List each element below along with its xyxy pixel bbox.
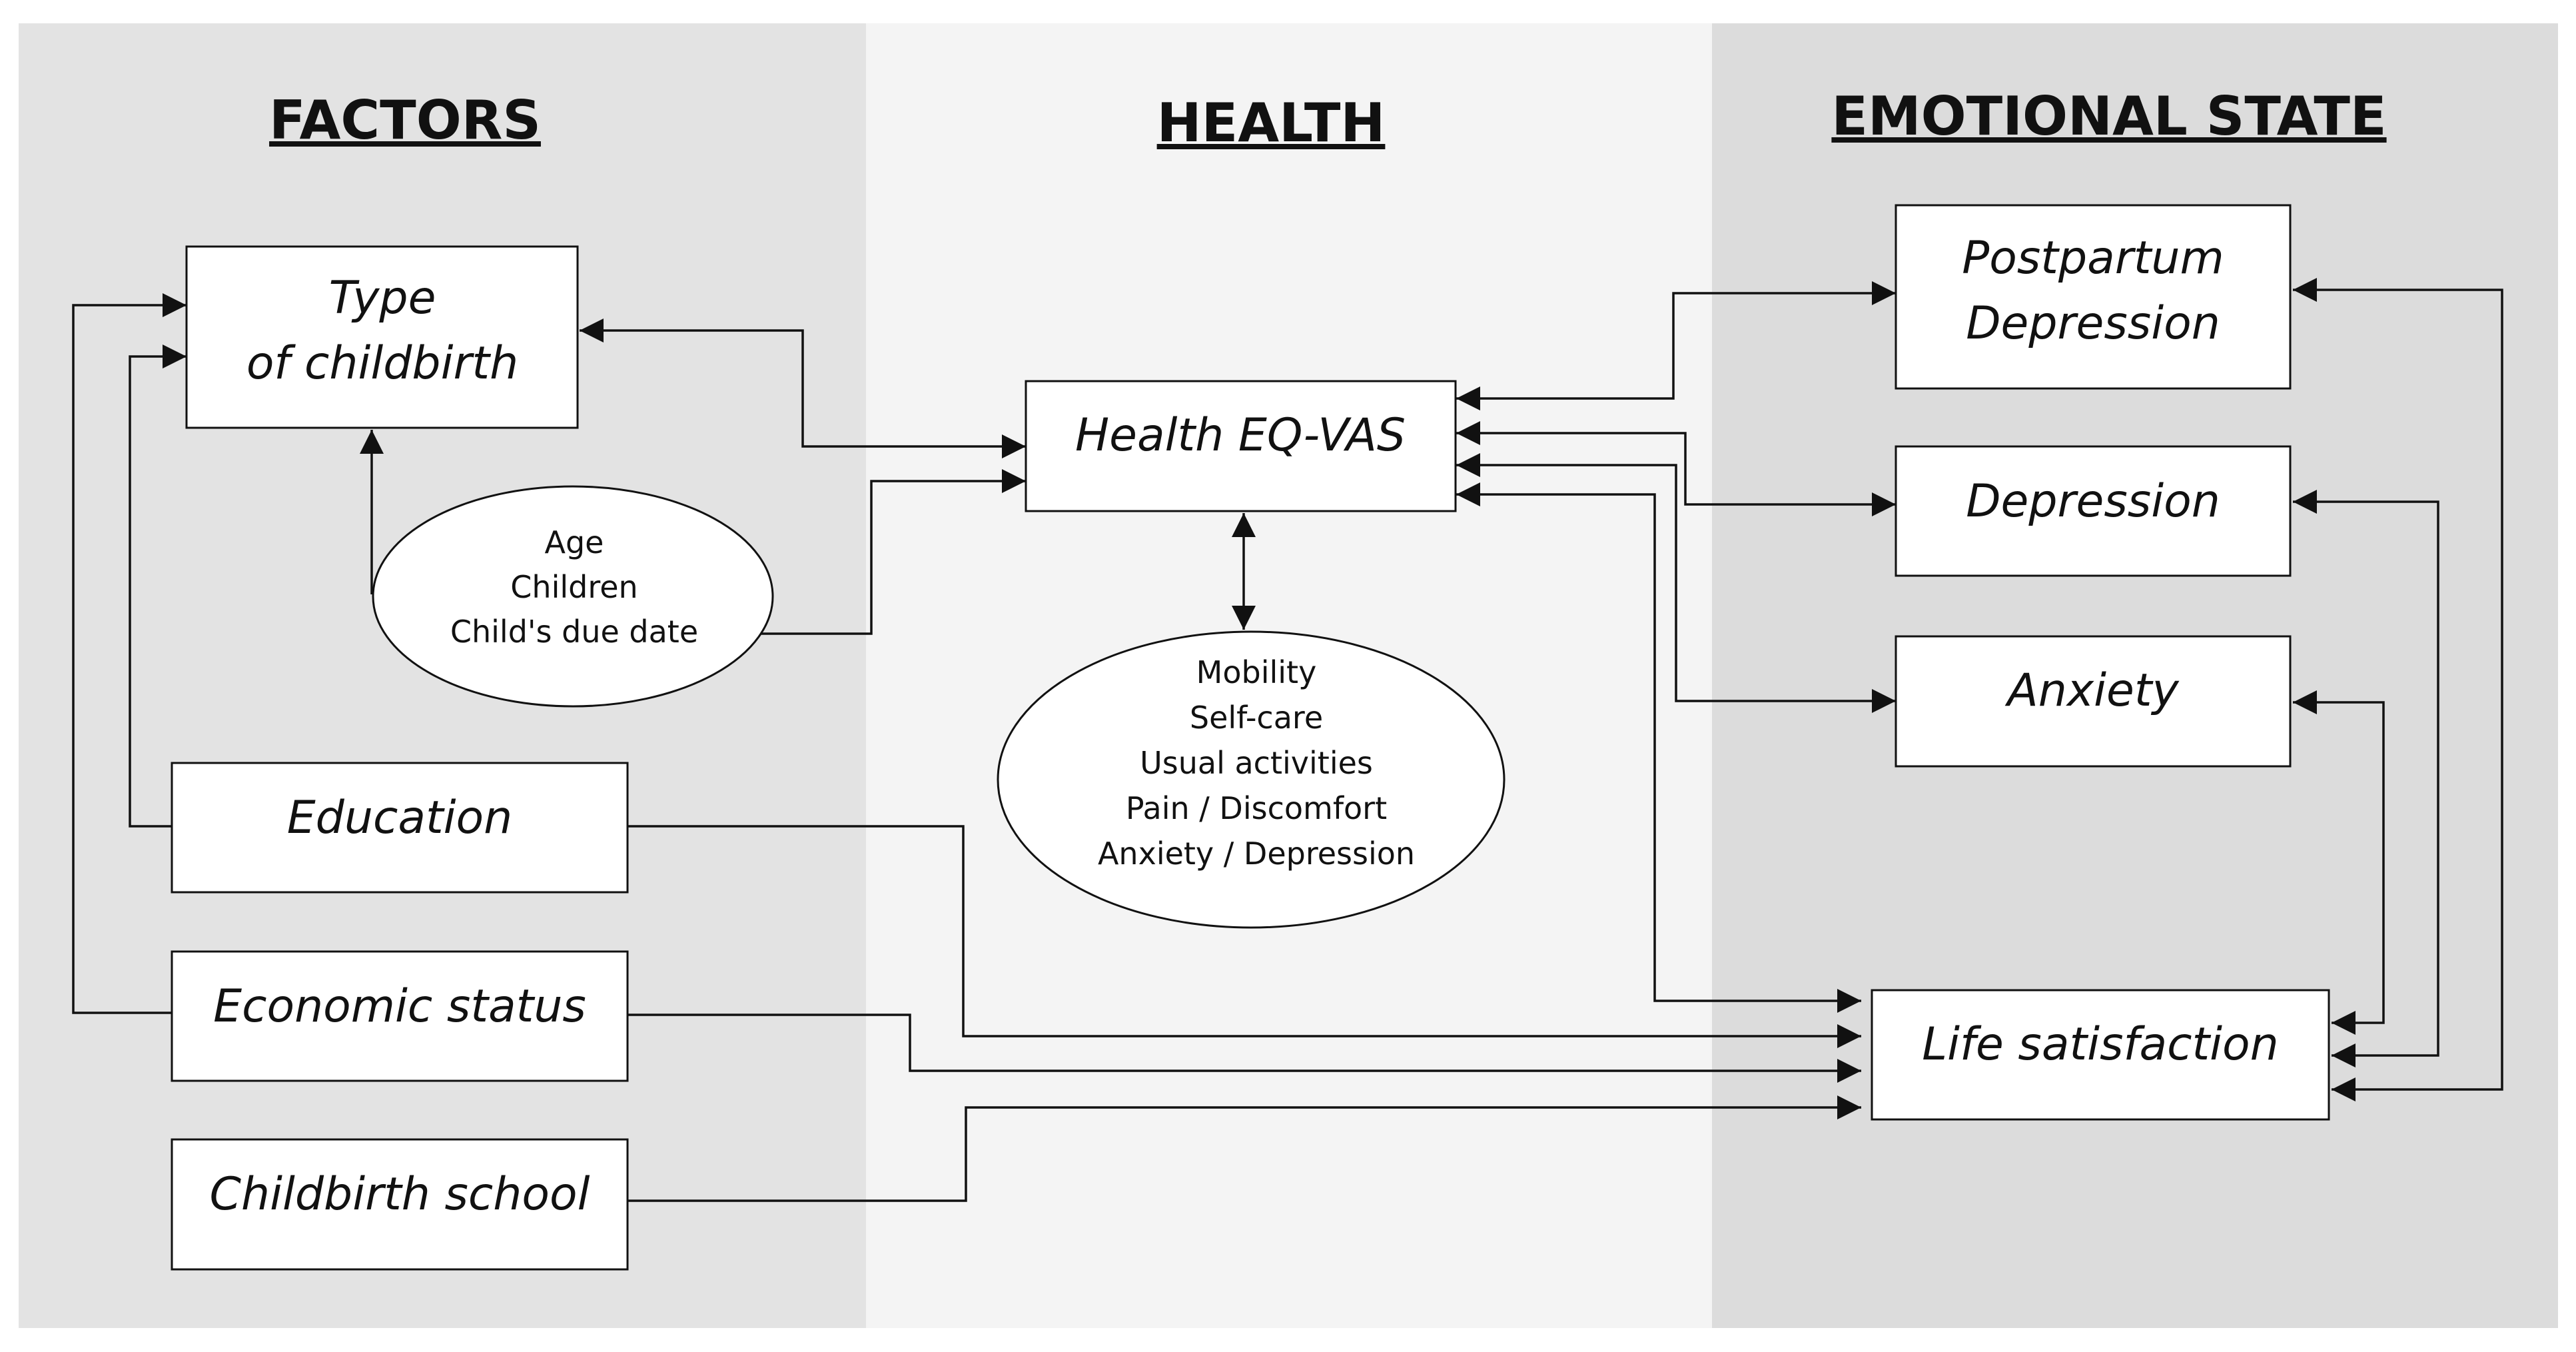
connectors: [72, 278, 2503, 1202]
anxiety-label: Anxiety: [2004, 664, 2179, 717]
type-of-childbirth-node: Type of childbirth: [185, 245, 579, 429]
postpartum-depression-line-2: Depression: [1966, 297, 2220, 350]
factors-column-title: FACTORS: [269, 89, 541, 151]
demographics-to-health-connector: [719, 469, 1026, 635]
economic-to-type-connector: [72, 293, 187, 1014]
demographics-due-date: Child's due date: [450, 614, 698, 650]
anxiety-to-life-satisfaction-connector: [2293, 690, 2385, 1035]
postpartum-depression-node: Postpartum Depression: [1895, 204, 2292, 390]
type-of-childbirth-line-2: of childbirth: [246, 337, 518, 390]
demographics-children: Children: [510, 569, 638, 605]
depression-label: Depression: [1966, 475, 2220, 528]
type-to-health-connector: [580, 319, 1026, 458]
life-satisfaction-label: Life satisfaction: [1922, 1018, 2279, 1071]
eq5d-dimensions-oval: Mobility Self-care Usual activities Pain…: [997, 630, 1505, 929]
childbirth-school-node: Childbirth school: [171, 1138, 629, 1271]
education-label: Education: [287, 792, 513, 844]
emotional-state-column-title: EMOTIONAL STATE: [1831, 85, 2386, 147]
education-to-life-satisfaction-connector: [628, 825, 1861, 1048]
economic-status-label: Economic status: [213, 980, 586, 1033]
demographics-age: Age: [545, 524, 604, 560]
economic-to-life-satisfaction-connector: [628, 1014, 1861, 1083]
life-satisfaction-node: Life satisfaction: [1871, 989, 2330, 1121]
type-of-childbirth-line-1: Type: [329, 272, 436, 325]
demographics-oval: Age Children Child's due date: [372, 485, 774, 708]
health-eq-vas-node: Health EQ-VAS: [1025, 380, 1457, 512]
health-to-life-satisfaction-connector: [1456, 482, 1861, 1013]
education-to-type-connector: [129, 344, 187, 828]
postpartum-to-life-satisfaction-connector: [2293, 278, 2503, 1101]
health-column-title: HEALTH: [1157, 92, 1386, 154]
dimension-mobility: Mobility: [1196, 654, 1317, 690]
health-to-postpartum-connector: [1456, 281, 1896, 410]
dimension-usual-activities: Usual activities: [1140, 745, 1373, 781]
childbirth-school-label: Childbirth school: [210, 1168, 590, 1221]
dimension-anxiety-depression: Anxiety / Depression: [1098, 836, 1415, 872]
economic-status-node: Economic status: [171, 950, 629, 1082]
health-eq-vas-label: Health EQ-VAS: [1075, 409, 1406, 462]
dimension-pain-discomfort: Pain / Discomfort: [1126, 790, 1387, 826]
education-node: Education: [171, 762, 629, 894]
postpartum-depression-line-1: Postpartum: [1962, 232, 2224, 285]
anxiety-node: Anxiety: [1895, 635, 2292, 768]
dimension-self-care: Self-care: [1190, 700, 1323, 736]
school-to-life-satisfaction-connector: [628, 1095, 1861, 1202]
depression-to-life-satisfaction-connector: [2293, 490, 2439, 1067]
depression-node: Depression: [1895, 445, 2292, 577]
